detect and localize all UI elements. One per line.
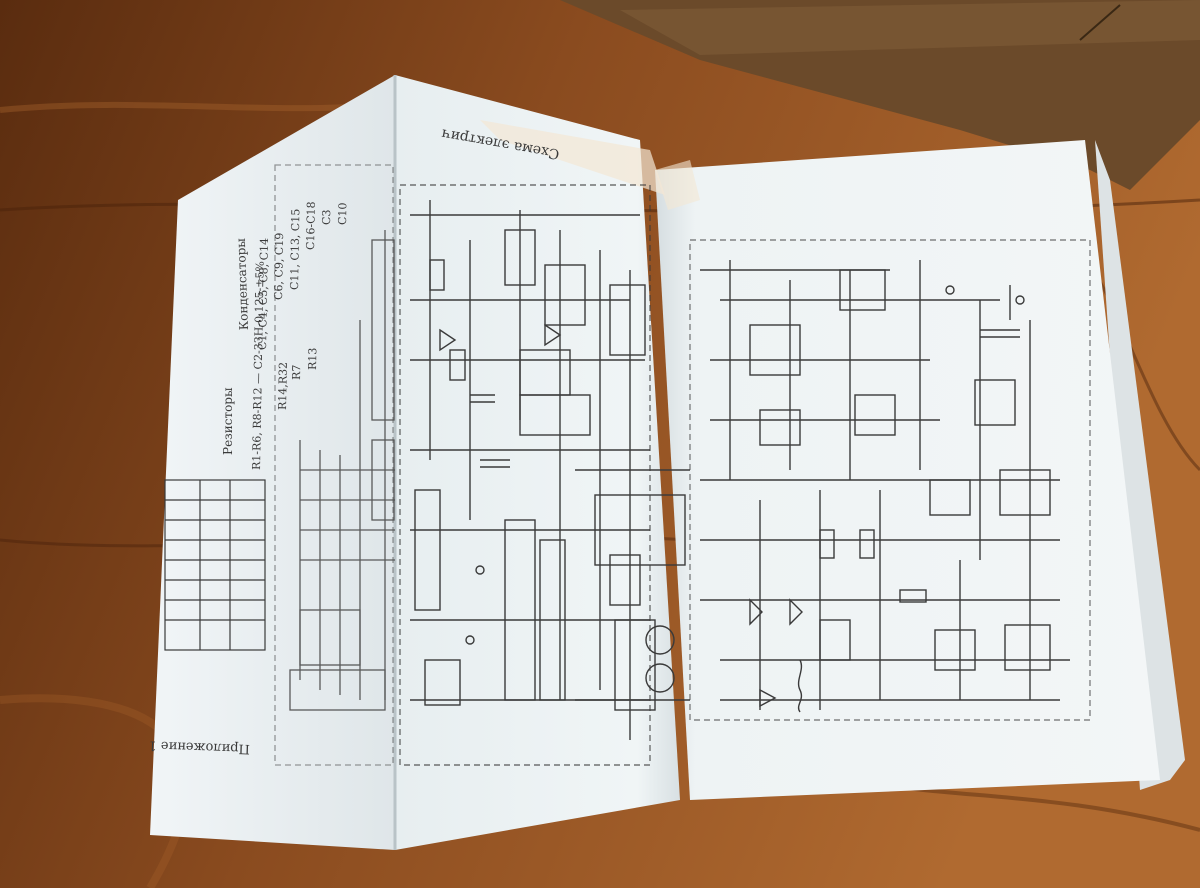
page-stack-edge bbox=[1095, 140, 1185, 790]
capacitor-line: C10 bbox=[336, 202, 349, 225]
folded-flap bbox=[150, 75, 397, 850]
legend-title: Резисторы bbox=[221, 387, 235, 455]
cardboard-folder bbox=[560, 0, 1200, 190]
resistor-line: R14,R32 bbox=[276, 362, 290, 410]
capacitor-line: C1, C4, C5, C8, C14 bbox=[256, 238, 271, 350]
schematic-spine bbox=[575, 469, 690, 711]
left-page bbox=[395, 75, 680, 850]
resistor-line: R1-R6, R8-R12 — C2-33H-0,125-±5% bbox=[250, 261, 267, 470]
resistor-line: R13 bbox=[306, 348, 319, 371]
capacitor-list: C1, C4, C5, C8, C14 C6, C9, C19 C11, C13… bbox=[256, 201, 349, 350]
component-table bbox=[164, 479, 266, 651]
capacitor-line: C3 bbox=[320, 209, 333, 225]
schematic-left bbox=[399, 184, 651, 766]
capacitor-line: C16-C18 bbox=[304, 201, 318, 250]
right-page bbox=[655, 140, 1160, 800]
capacitor-line: C6, C9, C19 bbox=[272, 233, 286, 300]
schematic-right bbox=[609, 239, 1091, 721]
resistor-list: R1-R6, R8-R12 — C2-33H-0,125-±5% R7 R14,… bbox=[250, 261, 319, 470]
schematic-flap bbox=[274, 164, 395, 766]
resistor-line: R7 bbox=[290, 365, 303, 381]
capacitors-title: Конденсаторы bbox=[234, 238, 251, 331]
capacitor-line: C11, C13, C15 bbox=[288, 209, 302, 290]
flap-caption: Приложение 1 bbox=[148, 737, 250, 756]
